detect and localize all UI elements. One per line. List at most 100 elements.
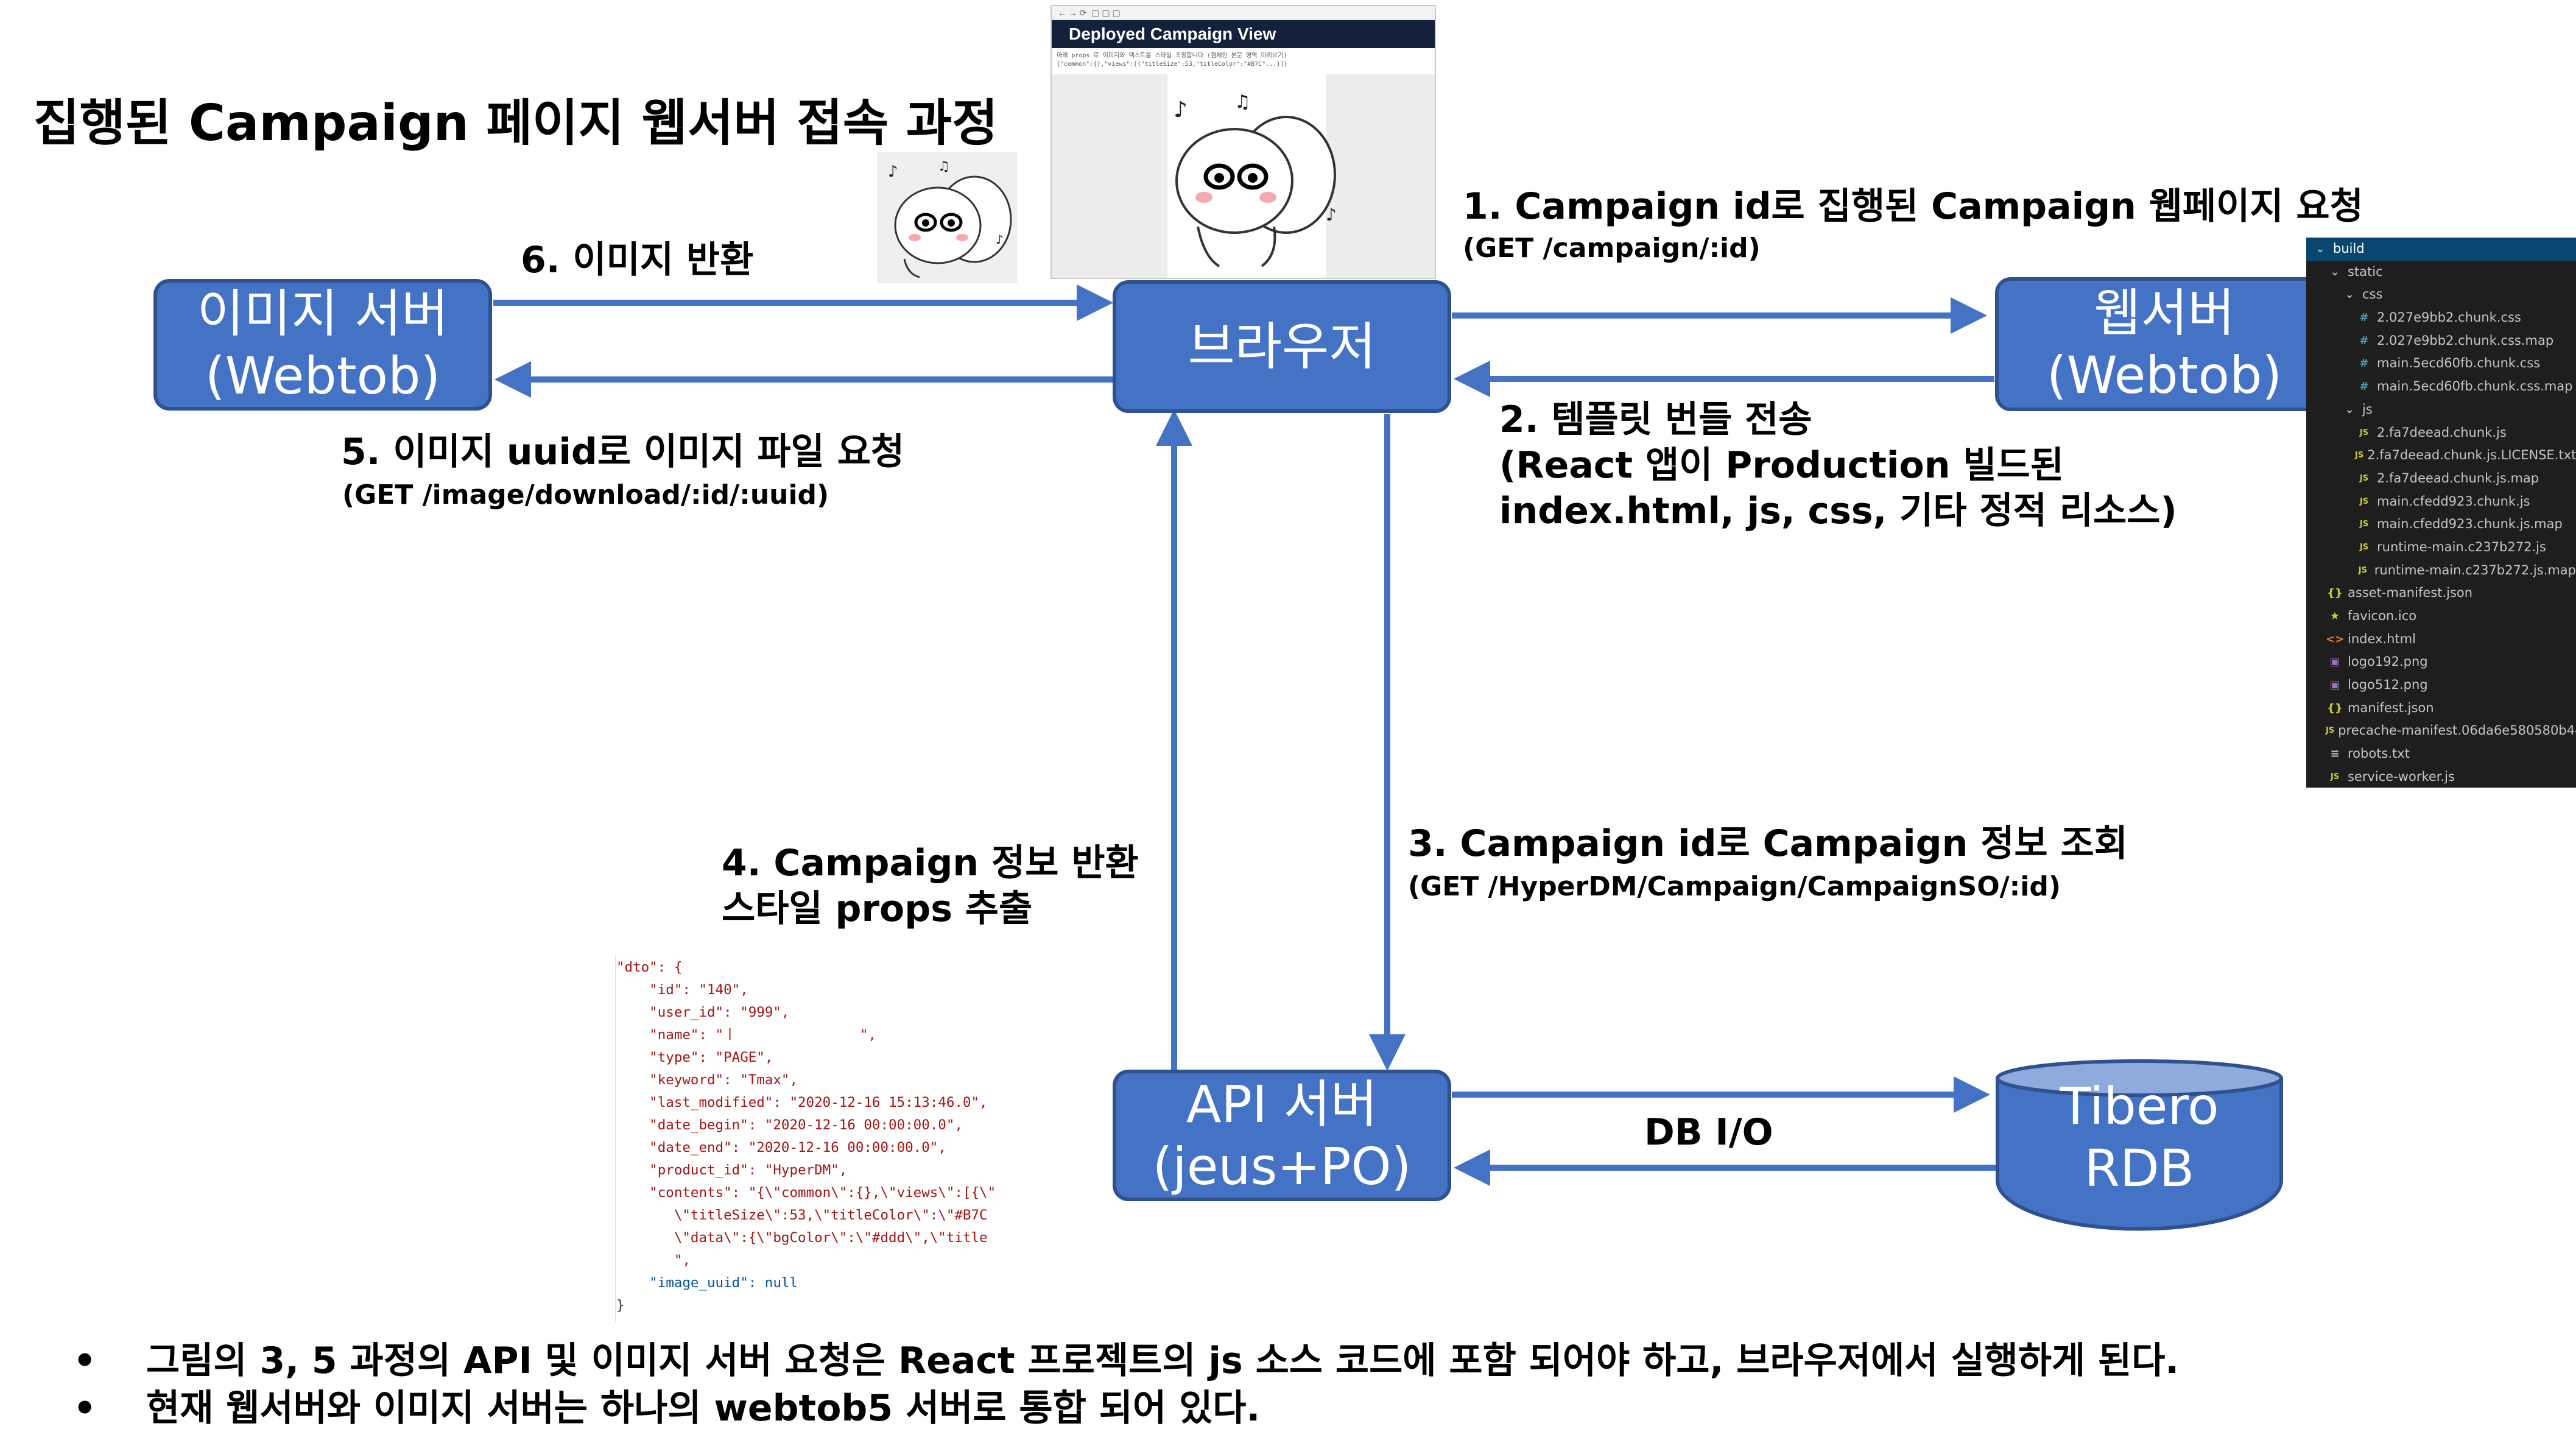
file-tree-item[interactable]: ▣ logo512.png: [2306, 674, 2576, 697]
file-tree-item[interactable]: <>index.html: [2306, 628, 2576, 651]
file-tree-label: static: [2348, 264, 2383, 279]
json-code-line: "type": "PAGE",: [616, 1050, 773, 1065]
step-4-title: 4. Campaign 정보 반환: [722, 842, 1139, 884]
step-5-label: 5. 이미지 uuid로 이미지 파일 요청: [341, 431, 905, 473]
step-4-detail: 스타일 props 추출: [722, 888, 1033, 930]
file-tree-label: 2.fa7deead.chunk.js: [2377, 425, 2507, 440]
file-tree-label: precache-manifest.06da6e580580b445: [2338, 723, 2576, 738]
screenshot-text: 아래 props 로 이미지와 텍스트를 스타일 조정합니다 (캠페인 본문 영…: [1052, 48, 1435, 80]
file-tree-label: 2.fa7deead.chunk.js.LICENSE.txt: [2367, 448, 2576, 463]
js-icon: JS: [2359, 542, 2369, 552]
screenshot-text-line-2: {"common":{},"views":[{"titleSize":53,"t…: [1057, 61, 1288, 68]
step-3-label: 3. Campaign id로 Campaign 정보 조회: [1408, 822, 2128, 865]
file-tree-item[interactable]: {}manifest.json: [2306, 697, 2576, 720]
db-io-label: DB I/O: [1644, 1111, 1773, 1154]
notes-list: • 그림의 3, 5 과정의 API 및 이미지 서버 요청은 React 프로…: [73, 1337, 2179, 1432]
hash-icon: #: [2359, 334, 2369, 347]
note-text: 현재 웹서버와 이미지 서버는 하나의 webtob5 서버로 통합 되어 있다…: [146, 1387, 1261, 1430]
step-2-title: 2. 템플릿 번들 전송: [1499, 398, 1812, 441]
file-tree-label: asset-manifest.json: [2348, 585, 2473, 601]
html-icon: <>: [2326, 632, 2345, 646]
file-tree-label: service-worker.js: [2348, 769, 2455, 784]
page-title: 집행된 Campaign 페이지 웹서버 접속 과정: [33, 94, 998, 152]
db-type: RDB: [2084, 1138, 2195, 1199]
file-tree-item[interactable]: JS runtime-main.c237b272.js: [2306, 536, 2576, 559]
file-tree-label: 2.027e9bb2.chunk.css.map: [2377, 333, 2554, 348]
screenshot-text-line-1: 아래 props 로 이미지와 텍스트를 스타일 조정합니다 (캠페인 본문 영…: [1057, 52, 1287, 59]
file-tree-item[interactable]: ▣logo192.png: [2306, 651, 2576, 674]
step-3-endpoint: (GET /HyperDM/Campaign/CampaignSO/:id): [1408, 871, 2061, 902]
file-tree-label: build: [2333, 241, 2365, 256]
browser-box: 브라우저: [1113, 280, 1451, 413]
json-code-line: "date_begin": "2020-12-16 00:00:00.0",: [616, 1117, 963, 1133]
svg-text:♪: ♪: [1174, 97, 1188, 122]
js-icon: JS: [2326, 726, 2335, 736]
file-tree-item[interactable]: #2.027e9bb2.chunk.css.map: [2306, 330, 2576, 353]
json-code-line: "image_uuid": null: [616, 1275, 798, 1291]
json-code-line: "dto": {: [616, 959, 683, 975]
browser-name: 브라우저: [1188, 316, 1376, 376]
file-tree-item[interactable]: ⌄js: [2306, 398, 2576, 422]
note-item: • 현재 웹서버와 이미지 서버는 하나의 webtob5 서버로 통합 되어 …: [73, 1385, 2179, 1432]
file-tree-label: runtime-main.c237b272.js: [2377, 539, 2546, 554]
file-tree-label: main.cfedd923.chunk.js.map: [2377, 517, 2563, 532]
js-icon: JS: [2355, 451, 2364, 461]
note-text: 그림의 3, 5 과정의 API 및 이미지 서버 요청은 React 프로젝트…: [146, 1339, 2180, 1382]
bullet-marker: •: [73, 1387, 97, 1430]
image-server-name: 이미지 서버: [197, 283, 449, 344]
hash-icon: #: [2359, 380, 2369, 393]
screenshot-stage: ♪ ♫ ♪: [1052, 74, 1435, 278]
json-code-line: "user_id": "999",: [616, 1004, 790, 1020]
db-name: Tibero: [2060, 1076, 2219, 1136]
file-tree-item[interactable]: #main.5ecd60fb.chunk.css: [2306, 352, 2576, 375]
step-1-label: 1. Campaign id로 집행된 Campaign 웹페이지 요청: [1463, 185, 2363, 228]
step-2-label: 2. 템플릿 번들 전송 (React 앱이 Production 빌드된 in…: [1499, 397, 2177, 534]
db-label: Tibero RDB: [1997, 1075, 2281, 1200]
file-tree-item[interactable]: ⌄css: [2306, 283, 2576, 306]
web-server-box: 웹서버 (Webtob): [1995, 277, 2334, 411]
file-tree-label: main.5ecd60fb.chunk.css.map: [2377, 379, 2573, 394]
json-code-line: \"data\":{\"bgColor\":\"#ddd\",\"title: [616, 1230, 988, 1246]
json-code-line: "contents": "{\"common\":{},\"views\":[{…: [616, 1185, 996, 1201]
step-5-endpoint: (GET /image/download/:id/:uuid): [342, 479, 829, 510]
file-tree-item[interactable]: ★favicon.ico: [2306, 605, 2576, 628]
json-code-line: "date_end": "2020-12-16 00:00:00.0",: [616, 1140, 946, 1156]
braces-icon: {}: [2327, 587, 2343, 600]
image-server-engine: (Webtob): [205, 346, 441, 406]
image-server-box: 이미지 서버 (Webtob): [153, 279, 492, 411]
file-tree-label: logo512.png: [2348, 677, 2428, 693]
file-tree-label: 2.027e9bb2.chunk.css: [2377, 310, 2521, 325]
image-icon: ▣: [2329, 679, 2340, 692]
file-tree-label: css: [2362, 287, 2383, 302]
js-icon: JS: [2359, 473, 2369, 483]
file-tree-item[interactable]: ≡robots.txt: [2306, 743, 2576, 766]
file-tree-item[interactable]: ⌄static: [2306, 261, 2576, 284]
svg-text:♪: ♪: [996, 232, 1004, 247]
campaign-dto-json: "dto": { "id": "140", "user_id": "999", …: [615, 956, 1018, 1322]
file-tree-item[interactable]: ⌄ build: [2306, 238, 2576, 261]
js-icon: JS: [2358, 565, 2367, 575]
image-icon: ▣: [2329, 655, 2340, 669]
step-2-detail-2: index.html, js, css, 기타 정적 리소스): [1499, 490, 2177, 532]
json-code-line: }: [616, 1297, 625, 1313]
chevron-down-icon: ⌄: [2315, 242, 2325, 255]
step-4-label: 4. Campaign 정보 반환 스타일 props 추출: [722, 841, 1139, 932]
json-code-line: "product_id": "HyperDM",: [616, 1162, 848, 1178]
file-tree-label: favicon.ico: [2348, 609, 2417, 623]
file-tree-item[interactable]: #2.027e9bb2.chunk.css: [2306, 306, 2576, 330]
db-cylinder: [1996, 1059, 2283, 1231]
svg-text:♪: ♪: [1326, 205, 1337, 225]
campaign-view-screenshot: ← → ⟳ ▢ ▢ ▢ Deployed Campaign View 아래 pr…: [1050, 5, 1436, 279]
file-tree-item[interactable]: # main.5ecd60fb.chunk.css.map: [2306, 375, 2576, 398]
file-tree-label: js: [2362, 401, 2373, 417]
file-tree-item[interactable]: {} asset-manifest.json: [2306, 582, 2576, 605]
braces-icon: {}: [2327, 701, 2343, 715]
